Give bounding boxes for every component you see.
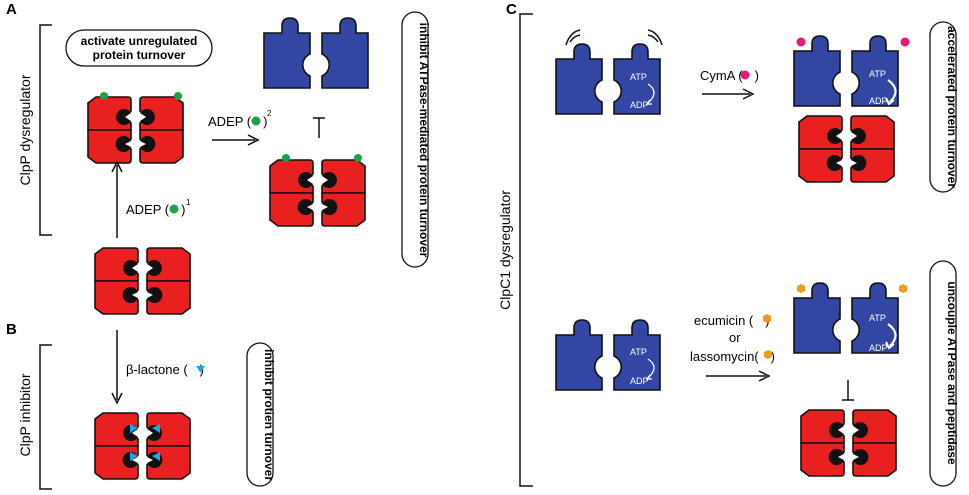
adp-label: ADP [869,96,888,106]
clpp-resting-complex [94,247,191,315]
clpc1-inhibited-complex [263,17,369,89]
adep-dot-icon [100,92,108,100]
activate-pill-line2: protein turnover [93,48,186,62]
or-label: or [729,330,741,345]
beta-lactone-triangle-icon [152,452,160,461]
motion-lines-icon [569,34,581,43]
atp-label: ATP [869,69,886,79]
adp-label: ADP [630,376,649,386]
uncouple-pill-text: uncouple ATPase and peptidase [945,281,959,465]
atp-cycle-arrowhead-icon [885,97,895,106]
panel-c-letter: C [506,1,517,18]
lassomycin-label: lassomycin() [690,349,775,364]
cyma-arrowhead [742,88,755,100]
panel-b-letter: B [6,321,17,338]
beta-lactone-triangle-icon [130,424,138,433]
atp-cycle-arrowhead-icon [885,341,895,350]
atp-cycle-arrowhead-icon [645,99,652,105]
adep-dot-icon [282,154,290,162]
panel-c-bracket [519,13,533,487]
inhibit-atpase-pill-text: inhibit ATPase-mediated protein turnover [417,23,431,258]
atp-label: ATP [630,347,647,357]
atp-cycle-arrow-icon [887,323,897,347]
accelerated-pill [929,21,957,193]
adep2-label: ADEP () [208,114,267,129]
panel-b-bracket [39,344,52,490]
atp-cycle-arrowhead-icon [645,374,652,380]
adep1-sup: 1 [186,198,191,207]
cyma-label: CymA () [700,68,759,83]
adep2-arrowhead [247,134,260,146]
atp-cycle-arrow-icon [887,79,897,103]
adep1-label: ADEP () [126,202,185,217]
adp-label: ADP [869,343,888,353]
motion-lines-icon [565,29,581,46]
clpp-inhibited-complex [94,412,191,480]
ecumicin-hexagon-icon [899,284,907,293]
adep-dot-icon [174,92,182,100]
cyma-dot-icon [796,37,806,47]
clpp-adep-complex [269,159,366,227]
adep-dot-icon [251,116,261,126]
adep-dot-icon [354,154,362,162]
beta-lactone-triangle-icon [152,424,160,433]
panel-a-letter: A [6,1,17,18]
motion-lines-icon [647,29,663,46]
beta-lactone-triangle-icon [196,366,205,373]
panel-b-side-label: ClpP inhibitor [17,373,33,456]
adep1-arrowhead [111,160,123,173]
inhibit-turnover-pill [246,342,274,487]
adep-dot-icon [169,204,179,214]
lactone-label: β-lactone () [126,362,204,377]
lactone-arrowhead [111,392,123,405]
atp-label: ATP [630,72,647,82]
inhibit-atpase-pill [401,11,429,268]
ecumicin-hexagon-icon [763,314,771,323]
panel-a-side-label: ClpP dysregulator [17,74,33,185]
activate-pill-line1: activate unregulated [81,34,198,48]
atp-label: ATP [869,313,886,323]
clpp-detached-complex [800,409,897,477]
clpp-accelerated-complex [798,115,895,183]
adep2-sup: 2 [267,109,272,118]
activate-pill [65,29,213,67]
ecumicin-label: ecumicin () [694,313,770,328]
ecumicin-arrowhead [758,370,771,382]
adp-label: ADP [630,100,649,110]
panel-a-bracket [39,24,52,236]
ecumicin-hexagon-icon [797,284,805,293]
clpp-activated-complex [87,96,184,164]
cyma-dot-icon [740,70,750,80]
cyma-dot-icon [900,37,910,47]
uncouple-pill [929,260,957,487]
accelerated-pill-text: accelerated protein turnover [945,26,959,188]
inhibit-turnover-pill-text: inhibit protien turnover [262,349,276,481]
motion-lines-icon [647,34,659,43]
panel-c-side-label: ClpC1 dysregulator [497,190,513,310]
beta-lactone-triangle-icon [130,452,138,461]
lassomycin-hexagon-icon [764,350,772,359]
